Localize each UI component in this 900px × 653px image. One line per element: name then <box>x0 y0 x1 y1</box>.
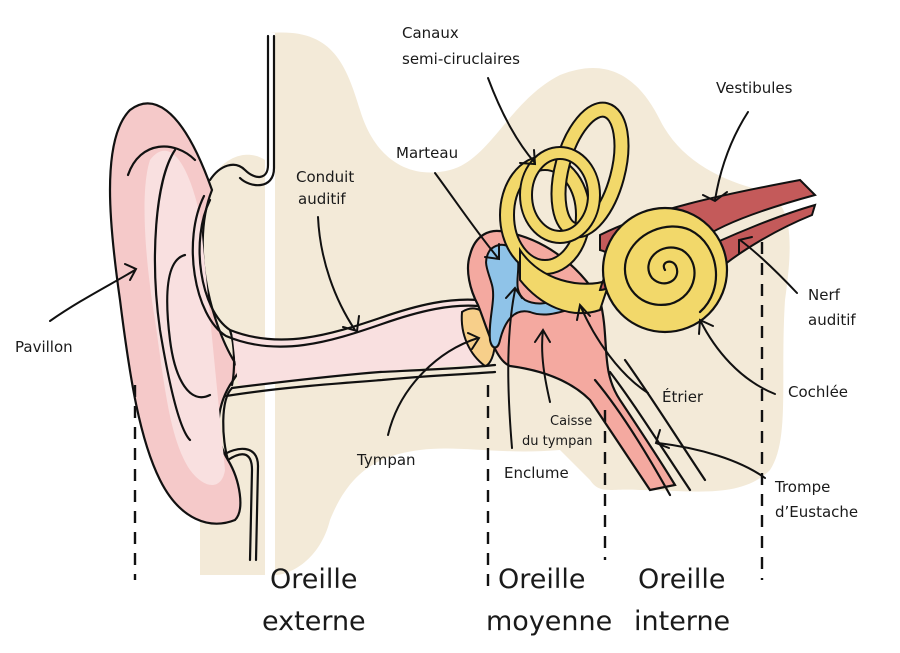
leader-trompe <box>654 429 766 479</box>
label-cochlee: Cochlée <box>788 383 848 401</box>
label-nerf-line2: auditif <box>808 311 856 329</box>
leader-canaux <box>487 77 537 166</box>
leader-marteau <box>434 172 500 261</box>
ear-canal <box>232 300 490 385</box>
label-enclume: Enclume <box>504 464 569 482</box>
label-etrier: Étrier <box>662 387 704 406</box>
label-conduit-line2: auditif <box>298 190 346 208</box>
leader-cochlee <box>698 318 776 395</box>
label-caisse-line1: Caisse <box>550 414 592 429</box>
section-interne-line2: interne <box>634 606 730 637</box>
leader-nerf <box>738 236 798 294</box>
cochlea <box>601 206 729 334</box>
label-canaux-line1: Canaux <box>402 24 459 42</box>
label-nerf-line1: Nerf <box>808 286 841 304</box>
leader-pavillon <box>49 263 138 322</box>
skin-outline <box>208 34 270 182</box>
semicircular-canals <box>499 101 630 315</box>
leader-vestibules <box>702 111 749 203</box>
label-conduit-line1: Conduit <box>296 168 354 186</box>
label-caisse-line2: du tympan <box>522 434 593 449</box>
label-trompe-line2: d’Eustache <box>775 503 858 521</box>
section-moyenne-line1: Oreille <box>498 564 586 595</box>
leader-caisse <box>534 328 551 403</box>
leader-conduit <box>317 216 360 333</box>
label-trompe-line1: Trompe <box>774 478 830 496</box>
leader-enclume <box>505 286 523 449</box>
leader-etrier <box>576 302 649 394</box>
section-interne-line1: Oreille <box>638 564 726 595</box>
section-externe-line1: Oreille <box>270 564 358 595</box>
label-tympan: Tympan <box>356 451 416 469</box>
label-pavillon: Pavillon <box>15 338 73 356</box>
label-vestibules: Vestibules <box>716 79 793 97</box>
section-externe-line2: externe <box>262 606 366 637</box>
section-moyenne-line2: moyenne <box>486 606 612 637</box>
leader-tympan <box>387 332 481 436</box>
label-canaux-line2: semi-ciruclaires <box>402 50 520 68</box>
label-marteau: Marteau <box>396 144 458 162</box>
